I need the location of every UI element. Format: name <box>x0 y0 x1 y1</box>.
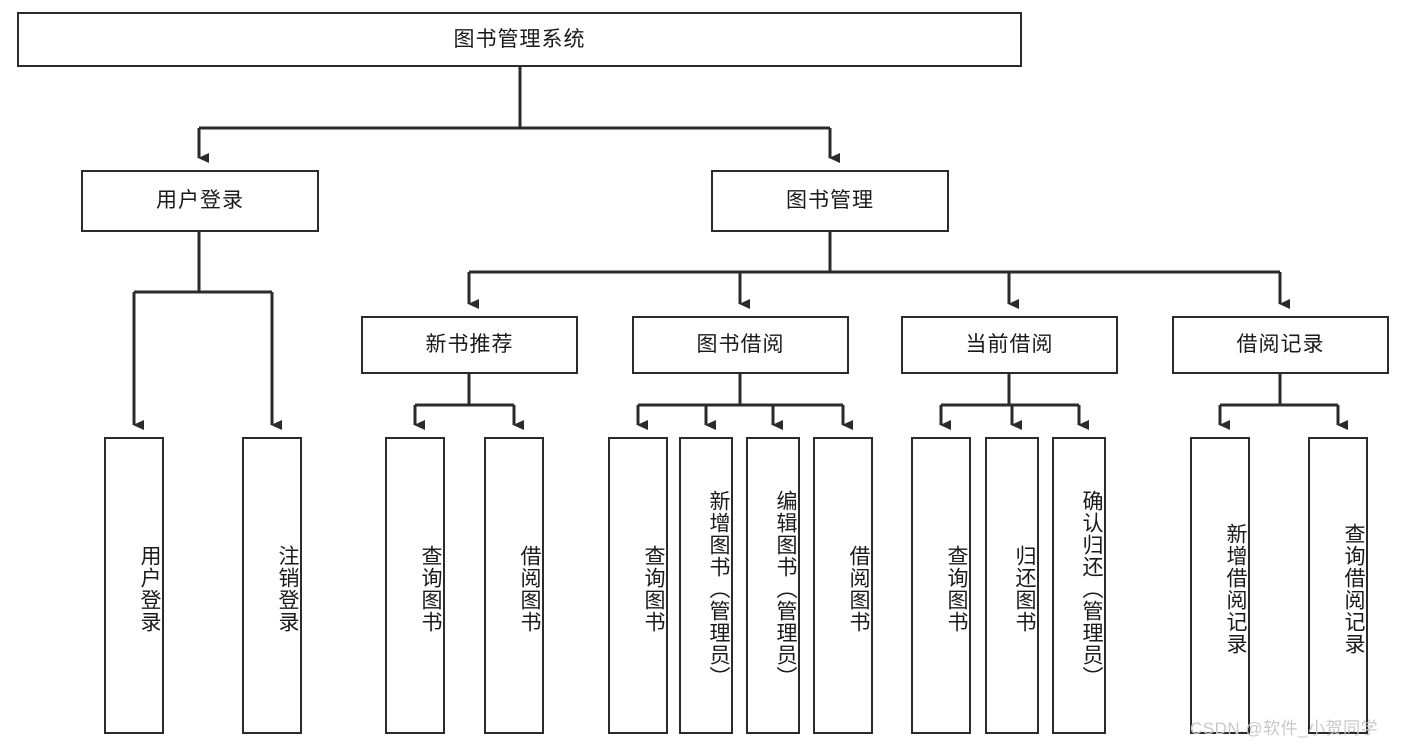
node-root[interactable]: 图书管理系统 <box>17 12 1022 67</box>
leaf-query-book-borrow[interactable]: 查询图书 <box>608 437 668 734</box>
leaf-return-book[interactable]: 归还图书 <box>985 437 1039 734</box>
leaf-borrow-book-recommend[interactable]: 借阅图书 <box>484 437 544 734</box>
leaf-edit-book-admin[interactable]: 编辑图书（管理员） <box>746 437 800 734</box>
node-borrow-record[interactable]: 借阅记录 <box>1172 316 1389 374</box>
leaf-query-book-current[interactable]: 查询图书 <box>911 437 971 734</box>
leaf-user-login[interactable]: 用户登录 <box>104 437 164 734</box>
node-new-book-recommend[interactable]: 新书推荐 <box>361 316 578 374</box>
leaf-logout-login[interactable]: 注销登录 <box>242 437 302 734</box>
leaf-add-book-admin[interactable]: 新增图书（管理员） <box>679 437 733 734</box>
leaf-query-borrow-record[interactable]: 查询借阅记录 <box>1308 437 1368 734</box>
leaf-borrow-book[interactable]: 借阅图书 <box>813 437 873 734</box>
csdn-watermark: CSDN @软件_小贺同学 <box>1190 719 1379 738</box>
leaf-confirm-return-admin[interactable]: 确认归还（管理员） <box>1052 437 1106 734</box>
node-book-borrow[interactable]: 图书借阅 <box>632 316 849 374</box>
node-current-borrow[interactable]: 当前借阅 <box>901 316 1118 374</box>
leaf-add-borrow-record[interactable]: 新增借阅记录 <box>1190 437 1250 734</box>
leaf-query-book-recommend[interactable]: 查询图书 <box>385 437 445 734</box>
node-user-login[interactable]: 用户登录 <box>81 170 319 232</box>
node-book-manage[interactable]: 图书管理 <box>711 170 949 232</box>
